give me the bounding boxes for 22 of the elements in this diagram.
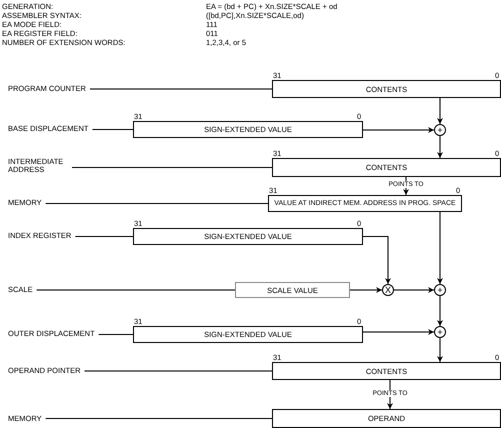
connector-line <box>74 236 134 237</box>
connector-line <box>92 129 134 130</box>
arrow <box>437 296 443 326</box>
operator-circle: X <box>382 284 394 296</box>
arrow <box>437 338 443 362</box>
connector-line <box>98 334 134 335</box>
operator-circle: + <box>434 326 446 338</box>
arrow <box>362 236 391 284</box>
connector-line <box>45 203 268 204</box>
connector-line <box>89 88 272 90</box>
operator-circle: + <box>434 124 446 136</box>
arrow <box>362 329 434 335</box>
arrow <box>362 127 434 133</box>
connector-line <box>72 167 272 168</box>
connector-line <box>45 418 272 419</box>
arrow <box>437 212 443 284</box>
arrow <box>437 98 443 124</box>
arrow <box>394 287 434 293</box>
arrow <box>350 287 382 293</box>
arrow <box>437 136 443 158</box>
connector-line <box>84 370 272 372</box>
operator-circle: + <box>434 284 446 296</box>
